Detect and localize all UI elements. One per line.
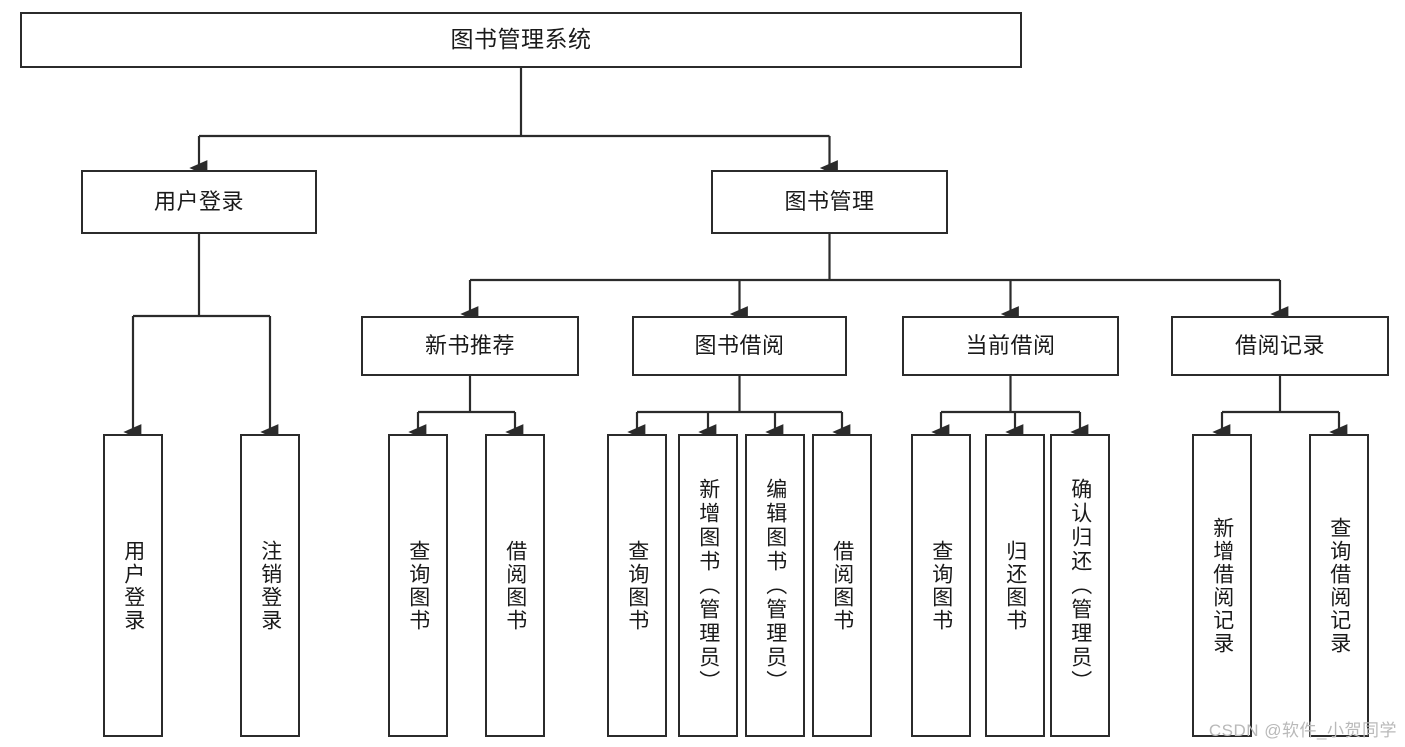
node-label: 归还图书: [1003, 539, 1027, 632]
node-label: 借阅记录: [1234, 332, 1325, 358]
node-new-book-recommend[interactable]: 新书推荐: [361, 316, 579, 376]
node-label: 新增借阅记录: [1210, 516, 1234, 655]
node-book-borrow[interactable]: 图书借阅: [632, 316, 847, 376]
node-book-management[interactable]: 图书管理: [711, 170, 948, 234]
node-label: 确认归还（管理员）: [1068, 477, 1092, 694]
node-root-system[interactable]: 图书管理系统: [20, 12, 1022, 68]
node-label: 图书管理系统: [450, 26, 592, 53]
node-label: 查询图书: [929, 539, 953, 632]
node-label: 编辑图书（管理员）: [763, 477, 787, 694]
node-user-login[interactable]: 用户登录: [81, 170, 317, 234]
node-label: 用户登录: [121, 539, 145, 632]
leaf-add-book-admin[interactable]: 新增图书（管理员）: [678, 434, 738, 737]
leaf-return-book[interactable]: 归还图书: [985, 434, 1045, 737]
node-label: 图书借阅: [694, 332, 785, 358]
leaf-confirm-return-admin[interactable]: 确认归还（管理员）: [1050, 434, 1110, 737]
node-label: 注销登录: [258, 539, 282, 632]
node-label: 借阅图书: [503, 539, 527, 632]
leaf-logout[interactable]: 注销登录: [240, 434, 300, 737]
node-label: 用户登录: [153, 188, 244, 214]
node-label: 新增图书（管理员）: [696, 477, 720, 694]
node-label: 借阅图书: [830, 539, 854, 632]
leaf-query-book-borrow[interactable]: 查询图书: [607, 434, 667, 737]
leaf-user-login[interactable]: 用户登录: [103, 434, 163, 737]
leaf-borrow-book[interactable]: 借阅图书: [812, 434, 872, 737]
leaf-query-book-current[interactable]: 查询图书: [911, 434, 971, 737]
node-label: 查询图书: [406, 539, 430, 632]
node-borrow-record[interactable]: 借阅记录: [1171, 316, 1389, 376]
node-label: 查询图书: [625, 539, 649, 632]
leaf-add-borrow-record[interactable]: 新增借阅记录: [1192, 434, 1252, 737]
node-label: 图书管理: [784, 188, 875, 214]
node-label: 当前借阅: [965, 332, 1056, 358]
leaf-edit-book-admin[interactable]: 编辑图书（管理员）: [745, 434, 805, 737]
leaf-query-borrow-record[interactable]: 查询借阅记录: [1309, 434, 1369, 737]
node-label: 查询借阅记录: [1327, 516, 1351, 655]
leaf-borrow-book-recommend[interactable]: 借阅图书: [485, 434, 545, 737]
node-label: 新书推荐: [424, 332, 515, 358]
leaf-query-book-recommend[interactable]: 查询图书: [388, 434, 448, 737]
csdn-watermark: CSDN @软件_小贺同学: [1208, 721, 1397, 740]
node-current-borrow[interactable]: 当前借阅: [902, 316, 1119, 376]
